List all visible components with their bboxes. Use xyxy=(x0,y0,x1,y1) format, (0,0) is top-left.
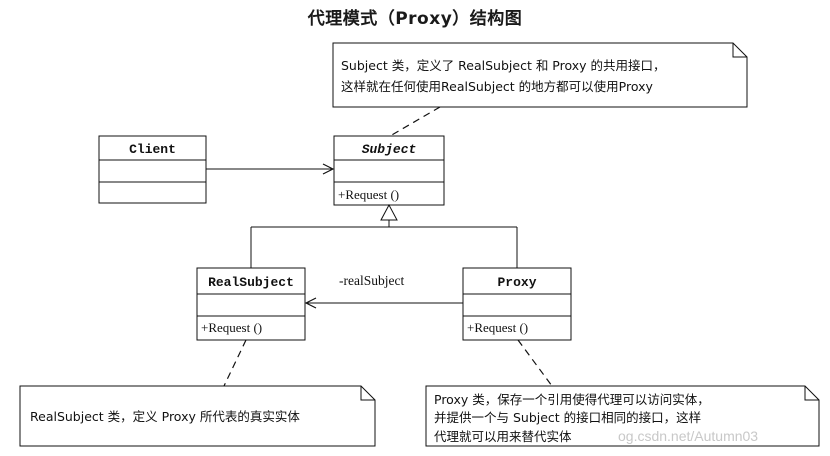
proxy-class: Proxy +Request () xyxy=(462,267,572,341)
inheritance-connector xyxy=(250,203,518,268)
real-subject-note-line-1: RealSubject 类，定义 Proxy 所代表的真实实体 xyxy=(30,409,300,424)
proxy-method: +Request () xyxy=(467,320,528,335)
proxy-note: Proxy 类，保存一个引用使得代理可以访问实体， 并提供一个与 Subject… xyxy=(425,385,820,447)
subject-method: +Request () xyxy=(338,187,399,202)
subject-class-name: Subject xyxy=(362,142,417,157)
proxy-note-line-2: 并提供一个与 Subject 的接口相同的接口，这样 xyxy=(434,410,701,425)
subject-note: Subject 类，定义了 RealSubject 和 Proxy 的共用接口，… xyxy=(332,42,748,108)
subject-note-anchor xyxy=(389,106,441,137)
subject-note-line-2: 这样就在任何使用RealSubject 的地方都可以使用Proxy xyxy=(341,79,653,94)
inheritance-triangle-icon xyxy=(380,203,398,221)
real-subject-class-name: RealSubject xyxy=(208,275,294,290)
subject-note-line-1: Subject 类，定义了 RealSubject 和 Proxy 的共用接口， xyxy=(341,58,666,73)
proxy-class-name: Proxy xyxy=(497,275,536,290)
client-class-name: Client xyxy=(129,142,176,157)
real-subject-note: RealSubject 类，定义 Proxy 所代表的真实实体 xyxy=(19,385,376,447)
subject-class: Subject +Request () xyxy=(333,135,445,206)
proxy-note-anchor xyxy=(517,339,553,387)
proxy-note-line-1: Proxy 类，保存一个引用使得代理可以访问实体， xyxy=(434,392,710,407)
client-class: Client xyxy=(98,135,207,204)
real-subject-class: RealSubject +Request () xyxy=(196,267,306,341)
diagram-title: 代理模式（Proxy）结构图 xyxy=(307,9,523,29)
real-subject-method: +Request () xyxy=(201,320,262,335)
proxy-note-line-3: 代理就可以用来替代实体 xyxy=(434,429,572,444)
real-subject-note-anchor xyxy=(223,339,247,387)
watermark-text: og.csdn.net/Autumn03 xyxy=(618,428,758,444)
association-role-label: -realSubject xyxy=(339,273,404,288)
